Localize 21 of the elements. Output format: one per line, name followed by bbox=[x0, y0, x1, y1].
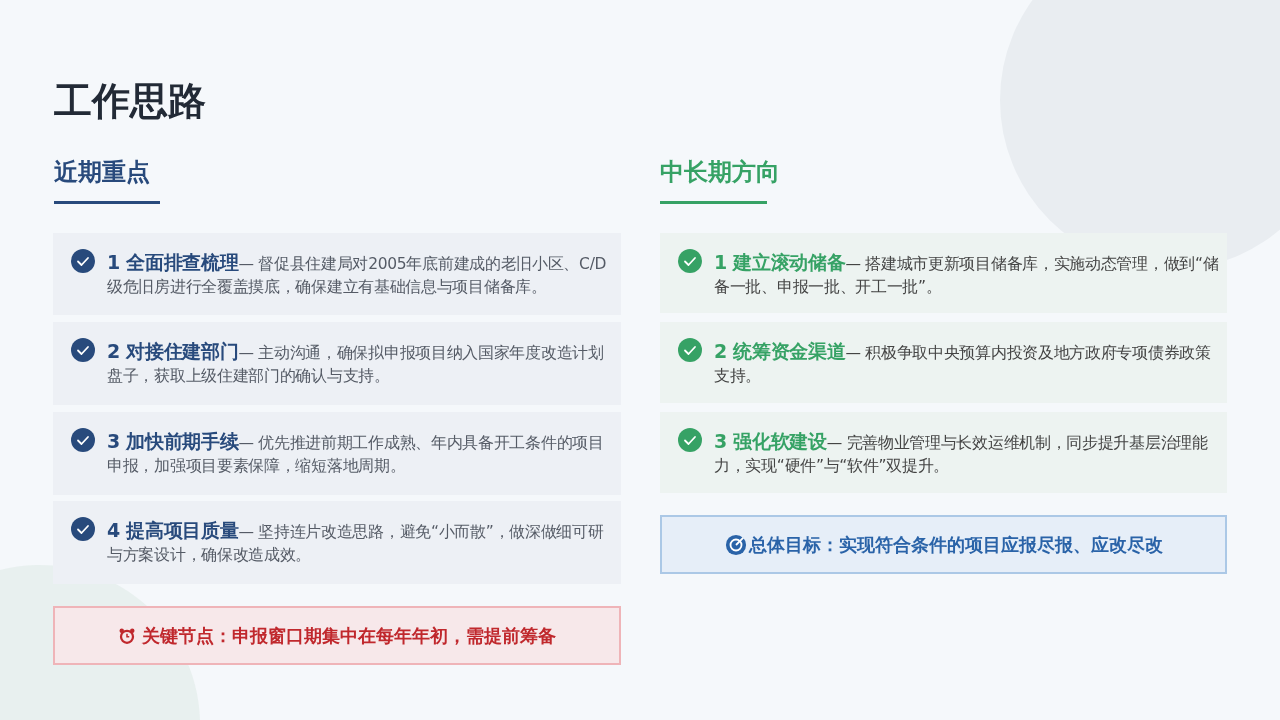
item-text: 1 建立滚动储备— 搭建城市更新项目储备库，实施动态管理，做到“储备一批、申报一批、开工一批”。 bbox=[714, 251, 1220, 298]
item-card bbox=[660, 412, 1227, 493]
item-card bbox=[660, 322, 1227, 403]
slide-title: 工作思路 bbox=[54, 78, 206, 125]
section-heading: 中长期方向 bbox=[660, 157, 780, 188]
item-card bbox=[53, 322, 621, 405]
alert-text: 关键节点：申报窗口期集中在每年年初，需提前筹备 bbox=[142, 623, 556, 648]
item-text: 3 强化软建设— 完善物业管理与长效运维机制，同步提升基层治理能力，实现“硬件”与“软件”双提升。 bbox=[714, 430, 1209, 477]
item-card bbox=[660, 233, 1227, 313]
item-card bbox=[53, 501, 621, 584]
item-text: 1 全面排查梳理— 督促县住建局对2005年底前建成的老旧小区、C/D级危旧房进行全覆盖摸底，确保建立有基础信息与项目储备库。 bbox=[107, 251, 608, 298]
goal-box bbox=[660, 515, 1227, 574]
item-text: 4 提高项目质量— 坚持连片改造思路，避免“小而散”，做深做细可研与方案设计，确保改造成效。 bbox=[107, 519, 605, 566]
item-text: 2 统筹资金渠道— 积极争取中央预算内投资及地方政府专项债券政策支持。 bbox=[714, 340, 1212, 387]
section-heading: 近期重点 bbox=[54, 157, 150, 188]
item-text: 3 加快前期手续— 优先推进前期工作成熟、年内具备开工条件的项目申报，加强项目要素保障，缩短落地周期。 bbox=[107, 430, 605, 477]
item-text: 2 对接住建部门— 主动沟通，确保拟申报项目纳入国家年度改造计划盘子，获取上级住建部门的确认与支持。 bbox=[107, 340, 605, 387]
item-card bbox=[53, 412, 621, 495]
item-card bbox=[53, 233, 621, 315]
goal-text: 总体目标：实现符合条件的项目应报尽报、应改尽改 bbox=[748, 532, 1163, 557]
alert-box bbox=[53, 606, 621, 665]
